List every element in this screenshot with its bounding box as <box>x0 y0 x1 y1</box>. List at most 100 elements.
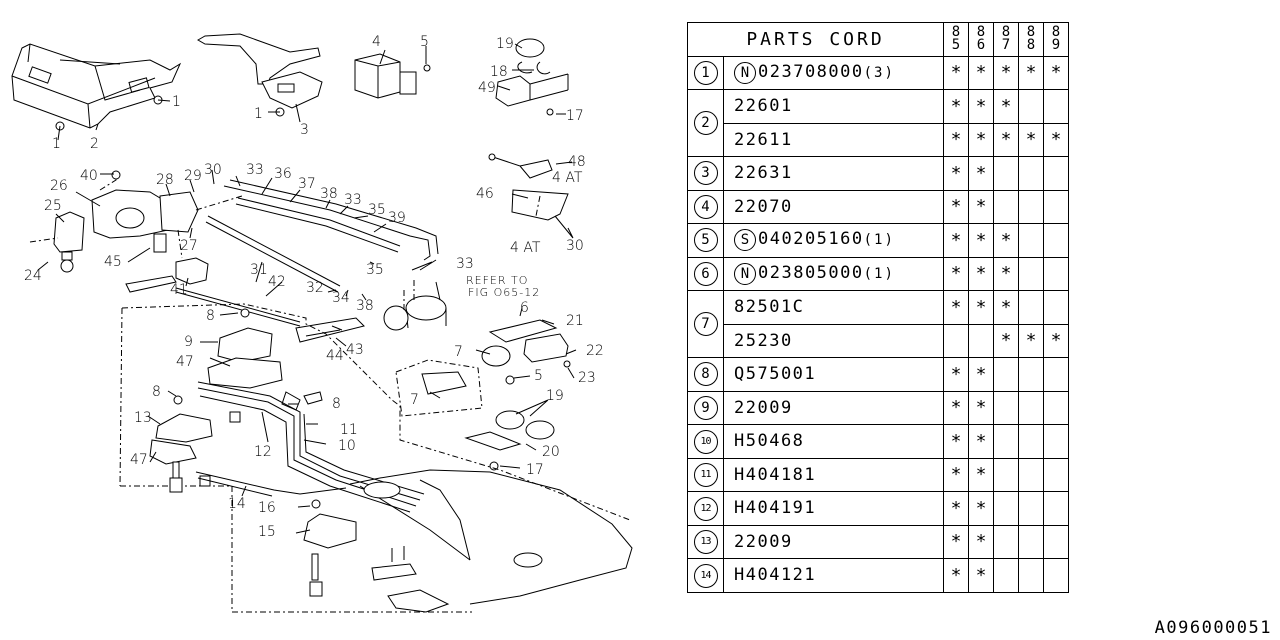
year-applicability-cell <box>1043 390 1069 425</box>
callout-44: 44 <box>326 348 344 364</box>
callout-24: 24 <box>24 268 42 284</box>
part-code-cell: 22009 <box>723 524 944 559</box>
year-applicability-cell: * <box>1043 122 1069 157</box>
part-code-cell: 82501C <box>723 290 944 325</box>
year-applicability-cell: * <box>943 524 969 559</box>
part-code: 22009 <box>734 531 793 552</box>
year-applicability-cell: * <box>943 457 969 492</box>
table-row: 22611***** <box>688 122 1069 157</box>
applicability-mark: * <box>975 564 987 586</box>
year-applicability-cell <box>993 189 1019 224</box>
year-applicability-cell <box>1018 558 1044 593</box>
applicability-mark: * <box>975 430 987 452</box>
year-applicability-cell: * <box>968 156 994 191</box>
applicability-mark: * <box>950 430 962 452</box>
applicability-mark: * <box>950 363 962 385</box>
year-applicability-cell: * <box>943 424 969 459</box>
year-applicability-cell <box>1043 357 1069 392</box>
ref-number-cell: 5 <box>687 223 724 258</box>
callout-15: 15 <box>258 524 276 540</box>
part-code-cell: 22070 <box>723 189 944 224</box>
ref-number: 7 <box>693 312 718 336</box>
applicability-mark: * <box>950 162 962 184</box>
part-code-cell: 22601 <box>723 89 944 124</box>
year-applicability-cell <box>1043 524 1069 559</box>
year-applicability-cell: * <box>943 55 969 90</box>
callout-7a: 7 <box>454 344 463 360</box>
year-applicability-cell <box>1018 189 1044 224</box>
part-code: 22611 <box>734 129 793 150</box>
applicability-mark: * <box>975 497 987 519</box>
year-applicability-cell: * <box>968 357 994 392</box>
applicability-mark: * <box>950 397 962 419</box>
callout-4: 4 <box>372 34 381 50</box>
ref-number-cell: 3 <box>687 156 724 191</box>
ref-number: 6 <box>693 261 718 286</box>
year-applicability-cell: * <box>993 223 1019 258</box>
year-applicability-cell <box>1018 457 1044 492</box>
applicability-mark: * <box>975 464 987 486</box>
callout-45: 45 <box>104 254 122 270</box>
applicability-mark: * <box>1050 62 1062 84</box>
ref-number-cell: 4 <box>687 189 724 224</box>
ref-number-cell: 8 <box>687 357 724 392</box>
ref-number-cell: 13 <box>687 524 724 559</box>
applicability-mark: * <box>1050 129 1062 151</box>
applicability-mark: * <box>950 95 962 117</box>
ref-number: 1 <box>693 60 718 85</box>
part-code: 023805000 <box>758 262 864 283</box>
part-code-cell: 22009 <box>723 390 944 425</box>
applicability-mark: * <box>975 229 987 251</box>
applicability-mark: * <box>950 196 962 218</box>
applicability-mark: * <box>1000 229 1012 251</box>
year-applicability-cell: * <box>943 189 969 224</box>
callout-47b: 47 <box>130 452 148 468</box>
callout-22: 22 <box>586 343 604 359</box>
callout-33c: 33 <box>456 256 474 272</box>
part-code-cell: H404191 <box>723 491 944 526</box>
applicability-mark: * <box>975 62 987 84</box>
ref-number: 13 <box>693 530 718 555</box>
year-applicability-cell: * <box>943 223 969 258</box>
year-applicability-cell: * <box>968 55 994 90</box>
ref-number: 12 <box>693 496 718 521</box>
part-prefix-badge: S <box>734 229 756 252</box>
callout-16: 16 <box>258 500 276 516</box>
year-applicability-cell: * <box>968 491 994 526</box>
year-applicability-cell: * <box>1018 122 1044 157</box>
ref-number-cell: 1 <box>687 55 724 90</box>
parts-cord-header: PARTS CORD <box>687 22 944 57</box>
year-applicability-cell <box>993 491 1019 526</box>
callout-8c: 8 <box>332 396 341 412</box>
year-applicability-cell: * <box>1043 55 1069 90</box>
applicability-mark: * <box>950 464 962 486</box>
callout-39: 39 <box>388 210 406 226</box>
part-code: H404121 <box>734 565 817 586</box>
applicability-mark: * <box>1000 95 1012 117</box>
callout-31: 31 <box>250 262 268 278</box>
year-applicability-cell <box>993 524 1019 559</box>
applicability-mark: * <box>950 531 962 553</box>
year-applicability-cell: * <box>993 55 1019 90</box>
callout-29: 29 <box>184 168 202 184</box>
ref-number-cell: 10 <box>687 424 724 459</box>
callout-10: 10 <box>338 438 356 454</box>
callout-46: 46 <box>476 186 494 202</box>
ref-number-cell: 6 <box>687 256 724 291</box>
ref-number-cell: 9 <box>687 390 724 425</box>
year-applicability-cell: * <box>968 122 994 157</box>
callout-32: 32 <box>306 280 324 296</box>
callout-13: 13 <box>134 410 152 426</box>
year-applicability-cell <box>1043 189 1069 224</box>
ref-number: 11 <box>693 463 718 488</box>
year-applicability-cell: * <box>943 290 969 325</box>
applicability-mark: * <box>950 62 962 84</box>
year-applicability-cell: * <box>968 558 994 593</box>
